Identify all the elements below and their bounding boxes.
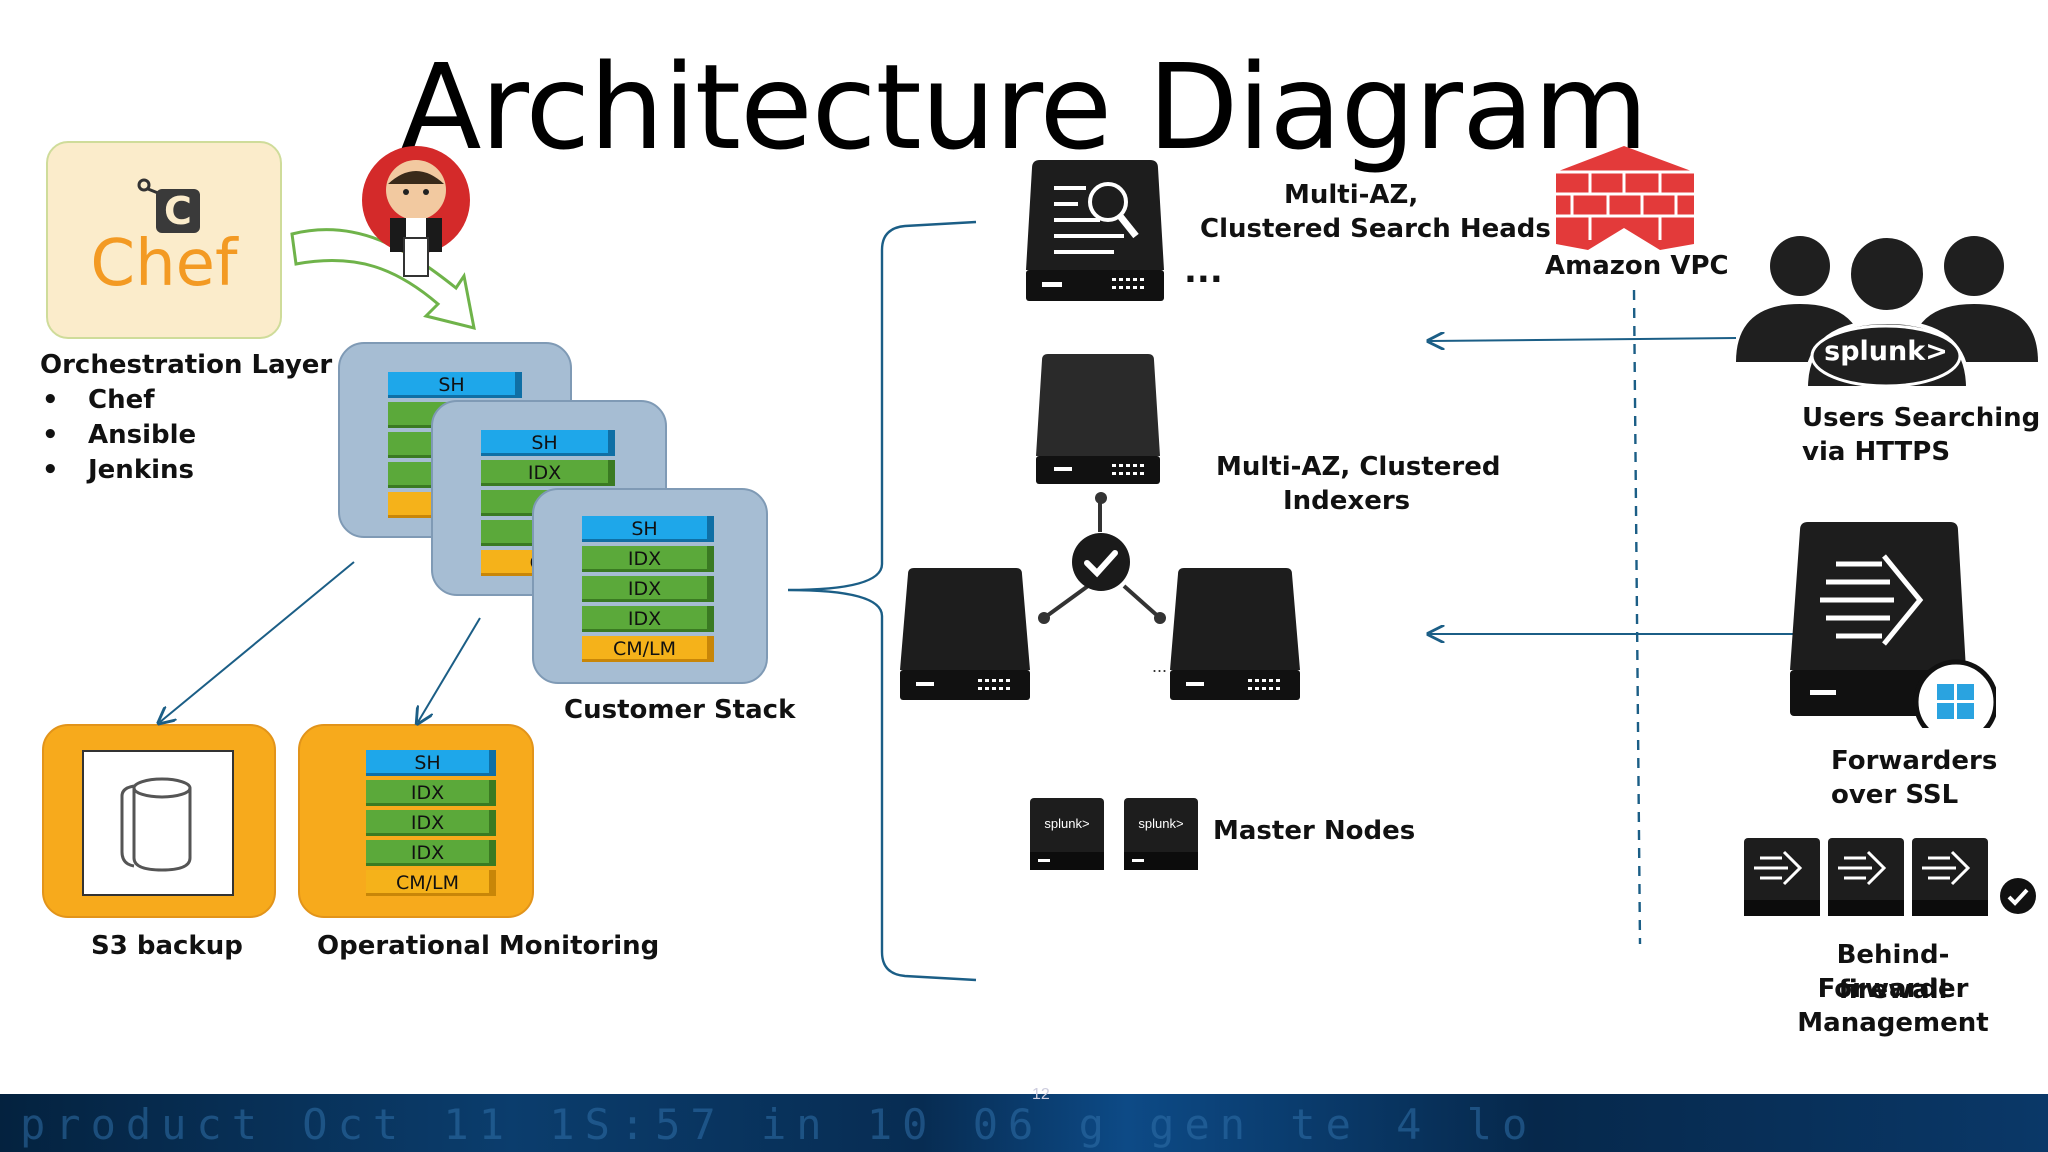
s3-backup-box xyxy=(42,724,276,918)
ops-monitoring-label: Operational Monitoring xyxy=(317,931,660,961)
database-icon xyxy=(120,777,192,872)
footer-text: product Oct 11 1S:57 in 10 06 g gen te 4… xyxy=(20,1100,1538,1149)
svg-text:C: C xyxy=(164,189,192,233)
search-heads-ellipsis: ... xyxy=(1184,251,1223,291)
cluster-link xyxy=(1042,584,1090,620)
orchestration-item: Chef xyxy=(40,383,196,418)
page-number: 12 xyxy=(1032,1086,1050,1103)
arrow-to-ops xyxy=(418,617,481,722)
chef-logo-text: Chef xyxy=(90,227,238,301)
users-icon xyxy=(1736,234,2038,390)
master-node-badge: splunk> xyxy=(1138,816,1184,831)
users-label-1: Users Searching xyxy=(1802,403,2041,433)
vpc-boundary xyxy=(1632,289,1642,945)
bff-label-3: Management xyxy=(1797,1008,1989,1038)
indexers-label-1: Multi-AZ, Clustered xyxy=(1216,452,1501,482)
search-head-server xyxy=(1024,158,1166,303)
bracket xyxy=(787,220,977,982)
orchestration-heading: Orchestration Layer xyxy=(40,350,333,380)
forwarder-server-icon xyxy=(1790,522,1996,728)
orchestration-item: Ansible xyxy=(40,418,196,453)
master-node-server: splunk> xyxy=(1124,798,1198,870)
page-title: Architecture Diagram xyxy=(400,38,1649,176)
master-nodes-label: Master Nodes xyxy=(1213,816,1416,846)
stack-layer-sh: SH xyxy=(388,372,522,398)
checkmark-icon xyxy=(1072,533,1130,591)
bff-forwarders-icon xyxy=(1744,838,2036,916)
indexers-ellipsis: ... xyxy=(1152,656,1168,676)
s3-backup-label: S3 backup xyxy=(91,931,243,961)
stack-layer-idx: IDX xyxy=(582,576,714,602)
orchestration-item: Jenkins xyxy=(40,453,196,488)
stack-layer-idx: IDX xyxy=(582,606,714,632)
s3-panel xyxy=(82,750,234,896)
bff-label-2: Forwarder xyxy=(1817,974,1969,1004)
ops-monitoring-box: SH IDX IDX IDX CM/LM xyxy=(298,724,534,918)
master-node-server: splunk> xyxy=(1030,798,1104,870)
users-splunk-logo: splunk> xyxy=(1824,336,1948,367)
cluster-link xyxy=(1122,584,1162,620)
indexer-server xyxy=(898,566,1032,702)
stack-layer-sh: SH xyxy=(366,750,496,776)
chef-logo-box: C Chef xyxy=(46,141,282,339)
forwarders-label-1: Forwarders xyxy=(1831,746,1998,776)
indexers-label-2: Indexers xyxy=(1283,486,1411,516)
chef-c-icon: C xyxy=(137,178,200,233)
bff-label-1: Behind-firewall xyxy=(1836,940,1950,1005)
master-node-badge: splunk> xyxy=(1044,816,1090,831)
stack-layer-idx: IDX xyxy=(366,840,496,866)
customer-stack-label: Customer Stack xyxy=(564,695,796,725)
stack-layer-idx: IDX xyxy=(366,810,496,836)
stack-layer-cm: CM/LM xyxy=(582,636,714,662)
indexer-server xyxy=(1034,352,1162,486)
orchestration-list: Chef Ansible Jenkins xyxy=(40,383,196,488)
footer-band: product Oct 11 1S:57 in 10 06 g gen te 4… xyxy=(0,1094,2048,1152)
stack-layer-sh: SH xyxy=(481,430,615,456)
firewall-icon xyxy=(1556,146,1694,250)
search-heads-label-1: Multi-AZ, xyxy=(1284,180,1419,210)
stack-layer-idx: IDX xyxy=(366,780,496,806)
forwarders-label-2: over SSL xyxy=(1831,780,1959,810)
jenkins-icon xyxy=(290,146,476,331)
indexer-server xyxy=(1168,566,1302,702)
stack-layer-cm: CM/LM xyxy=(366,870,496,896)
stack-layer-idx: IDX xyxy=(582,546,714,572)
arrow-from-users xyxy=(1430,338,1737,341)
arrow-to-s3 xyxy=(160,561,355,722)
amazon-vpc-label: Amazon VPC xyxy=(1545,251,1729,281)
stack-layer-idx: IDX xyxy=(481,460,615,486)
stack-layer-sh: SH xyxy=(582,516,714,542)
users-label-2: via HTTPS xyxy=(1802,437,1951,467)
stack-card-front: SH IDX IDX IDX CM/LM xyxy=(532,488,768,684)
search-heads-label-2: Clustered Search Heads xyxy=(1200,214,1551,244)
